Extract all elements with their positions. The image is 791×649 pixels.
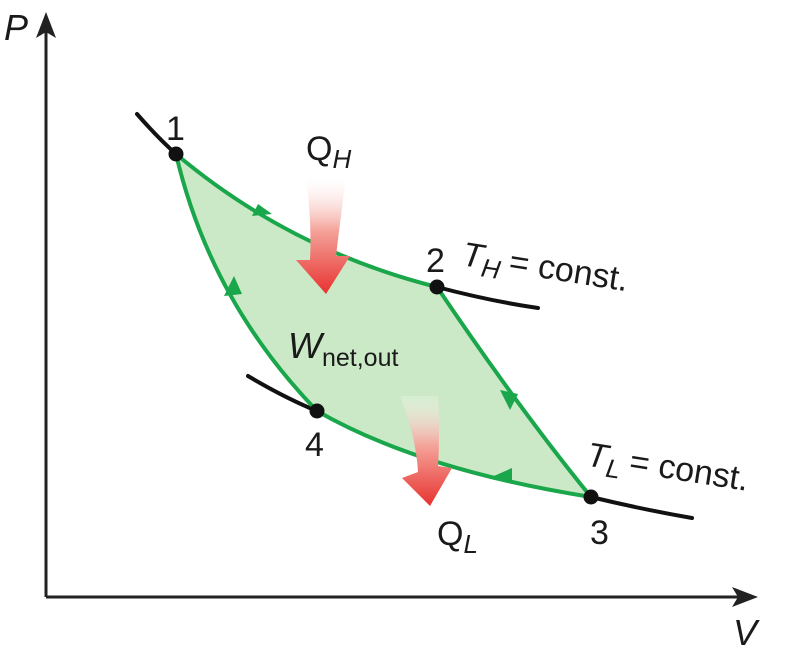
arrow-1-2-icon xyxy=(252,204,272,216)
isotherm-low-lower xyxy=(589,495,694,520)
point-2-label: 2 xyxy=(426,242,445,280)
point-1 xyxy=(168,146,184,162)
heat-in-arrow xyxy=(296,178,350,294)
x-axis-label: V xyxy=(733,612,760,649)
arrow-3-4-icon xyxy=(494,468,512,484)
isotherm-high-lower xyxy=(435,285,540,310)
direction-arrows xyxy=(224,204,518,484)
net-work-label: Wnet,out xyxy=(288,325,398,372)
heat-out-arrow-icon xyxy=(400,396,452,506)
x-axis-arrow-icon xyxy=(732,587,758,607)
svg-text:TH= const.: TH= const. xyxy=(459,235,631,305)
arrow-2-3-icon xyxy=(500,390,518,410)
point-3 xyxy=(583,489,599,505)
heat-in-label: QH xyxy=(306,130,351,174)
heat-in-arrow-icon xyxy=(296,178,350,294)
y-axis-arrow-icon xyxy=(36,12,56,38)
axes: P V xyxy=(4,7,760,649)
cycle-area xyxy=(176,154,591,497)
point-4 xyxy=(309,403,325,419)
state-points xyxy=(168,146,599,505)
heat-out-arrow xyxy=(400,396,452,506)
point-3-label: 3 xyxy=(590,514,609,552)
svg-text:TL= const.: TL= const. xyxy=(583,436,751,505)
point-2 xyxy=(429,279,445,295)
heat-out-label: QL xyxy=(437,515,478,559)
point-1-label: 1 xyxy=(166,110,185,148)
point-4-label: 4 xyxy=(305,426,324,464)
high-temp-isotherm-label: TH= const. xyxy=(459,235,631,305)
low-temp-isotherm-label: TL= const. xyxy=(583,436,751,505)
y-axis-label: P xyxy=(4,7,28,48)
edge-2-3 xyxy=(435,285,593,499)
edge-1-2 xyxy=(174,152,439,289)
arrow-4-1-icon xyxy=(224,276,242,296)
